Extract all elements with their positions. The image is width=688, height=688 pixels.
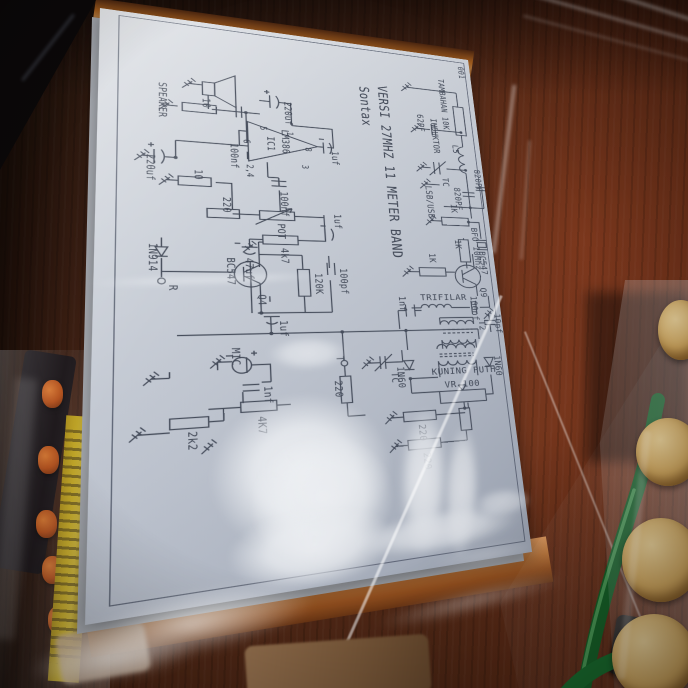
- label: 1nf: [396, 296, 408, 312]
- label: 2k2: [185, 431, 199, 451]
- label: 1uf: [277, 320, 289, 337]
- label: 1uf: [331, 214, 343, 229]
- pin-label: 8: [302, 147, 312, 152]
- orange-component: [38, 446, 59, 474]
- pin-label: 3: [299, 164, 309, 169]
- schematic-subtitle: Sontax: [356, 85, 375, 126]
- label: 62PF: [414, 114, 425, 132]
- label: 100nf: [227, 143, 239, 169]
- label: Q9: [478, 288, 488, 298]
- label: 220: [220, 197, 232, 213]
- cookie: [636, 418, 688, 486]
- cookie: [622, 518, 688, 602]
- label: 10pf: [492, 314, 504, 334]
- label: LM386: [279, 129, 291, 154]
- label: TRIFILAR: [420, 294, 468, 303]
- label: 220: [332, 380, 344, 398]
- label: 10: [191, 169, 203, 180]
- label: BC547: [477, 251, 489, 275]
- label: SPEAKER: [155, 81, 167, 118]
- orange-component: [36, 510, 57, 538]
- label: 820PF: [451, 187, 463, 210]
- label: TC: [440, 177, 450, 187]
- label: 1N60: [394, 366, 406, 388]
- label: 1K: [452, 239, 462, 249]
- label: 10: [199, 98, 211, 109]
- label: TC: [389, 372, 401, 384]
- label: 100nf: [468, 296, 480, 321]
- label: 1K: [448, 204, 458, 214]
- pin-label: 1: [284, 131, 294, 136]
- label: 1uf: [329, 151, 340, 166]
- label: MIC: [228, 348, 241, 366]
- junction-dots: [173, 111, 472, 410]
- label: Q4: [255, 294, 267, 305]
- label: 820PF: [472, 169, 484, 192]
- label: R: [166, 285, 179, 291]
- label: 1K: [426, 253, 437, 263]
- cookie: [658, 300, 688, 360]
- label: 1N914: [145, 243, 158, 272]
- label: L5: [450, 144, 460, 154]
- label: 1N60: [491, 355, 503, 376]
- label: 4k7: [278, 248, 290, 264]
- corner-code: 001: [455, 66, 465, 79]
- label: 47uf: [242, 258, 255, 280]
- pin-label: 5: [257, 126, 267, 131]
- label: BC547: [224, 257, 237, 285]
- label: T2: [476, 320, 487, 330]
- label: 100pf: [337, 268, 350, 294]
- label: 220uf: [143, 153, 156, 180]
- pin-label: 2,4: [244, 164, 255, 178]
- cookie: [612, 614, 688, 688]
- label: POT: [275, 223, 287, 239]
- label: KUNING PUTH: [431, 365, 496, 377]
- label: 120K: [312, 273, 324, 295]
- label: LSB/USB: [423, 185, 436, 218]
- pin-label: 6: [241, 139, 251, 144]
- orange-component: [42, 380, 63, 408]
- label: 220uf: [281, 101, 293, 126]
- label: INDUKTOR: [428, 118, 441, 154]
- label: IC1: [264, 136, 276, 152]
- label: 100nf: [277, 191, 289, 217]
